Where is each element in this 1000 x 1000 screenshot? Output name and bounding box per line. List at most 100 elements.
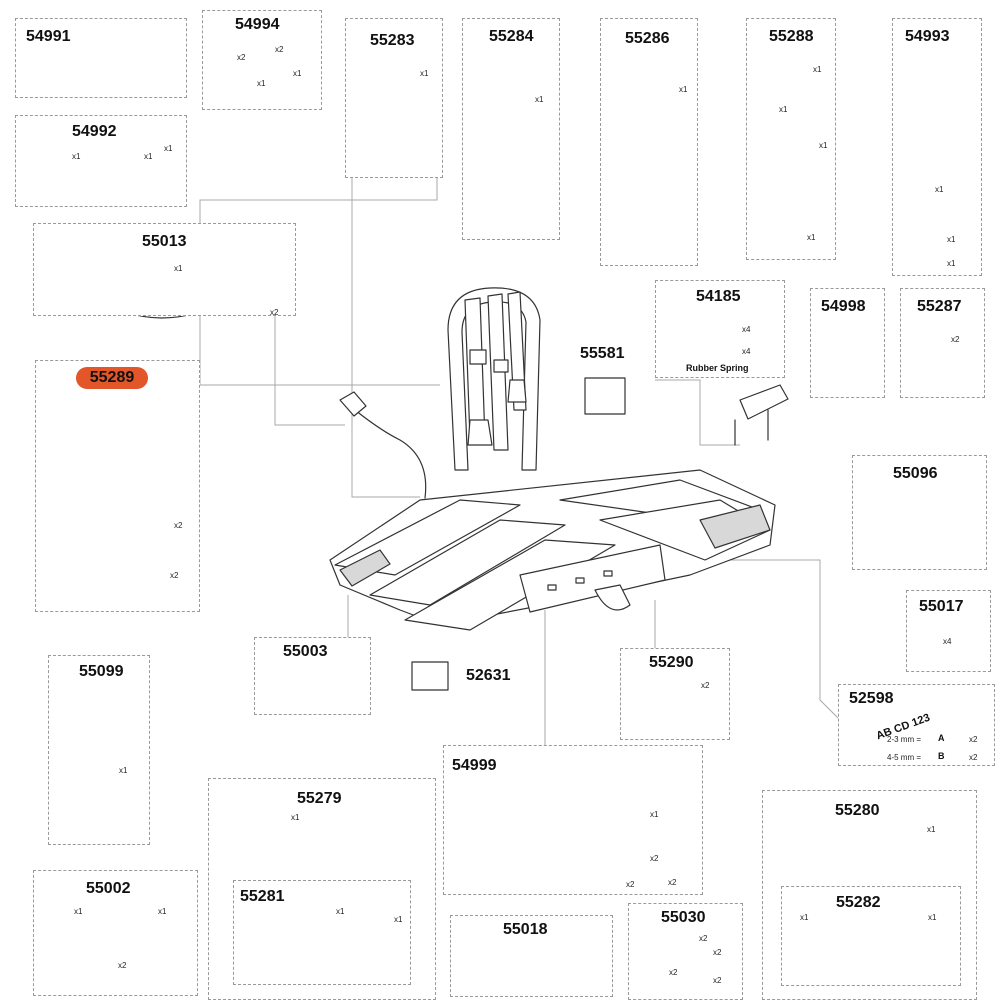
qty-label: x1 [535, 95, 544, 104]
qty-label: x1 [800, 913, 809, 922]
bike-carrier-drawing [329, 287, 776, 631]
part-number: 55279 [297, 790, 342, 807]
qty-label: x2 [701, 681, 710, 690]
letter-a: A [938, 733, 945, 743]
part-number: 54994 [235, 16, 280, 33]
qty-label: x1 [293, 69, 302, 78]
qty-label: x2 [237, 53, 246, 62]
part-number: 54991 [26, 28, 71, 45]
qty-label: x1 [819, 141, 828, 150]
highlighted-part-number: 55289 [76, 367, 148, 389]
qty-label: x2 [969, 753, 978, 762]
qty-label: x1 [336, 907, 345, 916]
part-number: 55283 [370, 32, 415, 49]
qty-label: x4 [742, 325, 751, 334]
part-number: 55003 [283, 643, 328, 660]
rubber-spring-label: Rubber Spring [686, 363, 749, 373]
part-box-54185[interactable]: 54185 x4 x4 Rubber Spring [655, 280, 785, 378]
part-box-55290[interactable]: 55290 x2 [620, 648, 730, 740]
qty-label: x4 [742, 347, 751, 356]
part-number: 55096 [893, 465, 938, 482]
qty-label: x1 [74, 907, 83, 916]
qty-label: x1 [679, 85, 688, 94]
qty-label: x1 [174, 264, 183, 273]
part-number: 54999 [452, 757, 497, 774]
part-box-54999[interactable]: 54999 x1 x2 x2 x2 [443, 745, 703, 895]
qty-label: x1 [935, 185, 944, 194]
qty-label: x1 [779, 105, 788, 114]
qty-label: x2 [626, 880, 635, 889]
part-box-55286[interactable]: 55286 x1 [600, 18, 698, 266]
part-number: 55099 [79, 663, 124, 680]
qty-label: x1 [158, 907, 167, 916]
qty-label: x1 [927, 825, 936, 834]
part-box-55281[interactable]: 55281 x1 x1 [233, 880, 411, 985]
part-box-55283[interactable]: 55283 x1 [345, 18, 443, 178]
qty-label: x1 [257, 79, 266, 88]
part-box-55282[interactable]: 55282 x1 x1 [781, 886, 961, 986]
part-box-55018[interactable]: 55018 [450, 915, 613, 997]
part-box-54994[interactable]: 54994 x2 x2 x1 x1 [202, 10, 322, 110]
qty-label: x1 [72, 152, 81, 161]
part-box-55287[interactable]: 55287 x2 [900, 288, 985, 398]
part-box-54998[interactable]: 54998 [810, 288, 885, 398]
part-box-54993[interactable]: 54993 x1 x1 x1 [892, 18, 982, 276]
qty-label: x1 [807, 233, 816, 242]
part-number: 55281 [240, 888, 285, 905]
part-number: 55288 [769, 28, 814, 45]
part-number: 55290 [649, 654, 694, 671]
qty-label: x2 [270, 308, 279, 317]
part-box-55288[interactable]: 55288 x1 x1 x1 x1 [746, 18, 836, 260]
qty-label: x1 [650, 810, 659, 819]
qty-label: x2 [174, 521, 183, 530]
qty-label: x2 [699, 934, 708, 943]
qty-label: x2 [668, 878, 677, 887]
part-number: 55030 [661, 909, 706, 926]
part-number-52631: 52631 [466, 667, 511, 684]
part-box-52598[interactable]: 52598 AB CD 123 2-3 mm = A x2 4-5 mm = B… [838, 684, 995, 766]
qty-label: x4 [943, 637, 952, 646]
part-number: 54185 [696, 288, 741, 305]
part-number: 55017 [919, 598, 964, 615]
part-number: 55002 [86, 880, 131, 897]
qty-label: x2 [713, 948, 722, 957]
part-number: 55282 [836, 894, 881, 911]
part-number: 54992 [72, 123, 117, 140]
part-number: 55286 [625, 30, 670, 47]
part-box-55002[interactable]: 55002 x1 x1 x2 [33, 870, 198, 996]
part-number: 55013 [142, 233, 187, 250]
part-box-54992[interactable]: 54992 x1 x1 x1 [15, 115, 187, 207]
part-box-55003[interactable]: 55003 [254, 637, 371, 715]
qty-label: x2 [969, 735, 978, 744]
part-number: 54993 [905, 28, 950, 45]
qty-label: x2 [275, 45, 284, 54]
part-number: 52598 [849, 690, 894, 707]
part-box-55289[interactable]: 55289 x2 x2 [35, 360, 200, 612]
part-number: 55280 [835, 802, 880, 819]
qty-label: x2 [713, 976, 722, 985]
qty-label: x1 [947, 259, 956, 268]
qty-label: x2 [951, 335, 960, 344]
size-b-label: 4-5 mm = [887, 753, 922, 762]
qty-label: x1 [928, 913, 937, 922]
part-box-55284[interactable]: 55284 x1 [462, 18, 560, 240]
part-number-55581: 55581 [580, 345, 625, 362]
qty-label: x1 [813, 65, 822, 74]
qty-label: x2 [170, 571, 179, 580]
letter-b: B [938, 751, 945, 761]
part-box-55099[interactable]: 55099 x1 [48, 655, 150, 845]
qty-label: x1 [420, 69, 429, 78]
qty-label: x2 [669, 968, 678, 977]
part-box-55013[interactable]: 55013 x1 x2 [33, 223, 296, 317]
part-box-55017[interactable]: 55017 x4 [906, 590, 991, 672]
part-box-54991[interactable]: 54991 [15, 18, 187, 98]
part-box-55096[interactable]: 55096 [852, 455, 987, 570]
qty-label: x1 [394, 915, 403, 924]
qty-label: x1 [164, 144, 173, 153]
qty-label: x2 [650, 854, 659, 863]
part-number: 55018 [503, 921, 548, 938]
size-a-label: 2-3 mm = [887, 735, 922, 744]
qty-label: x1 [947, 235, 956, 244]
part-number: 55284 [489, 28, 534, 45]
part-box-55030[interactable]: 55030 x2 x2 x2 x2 [628, 903, 743, 1000]
